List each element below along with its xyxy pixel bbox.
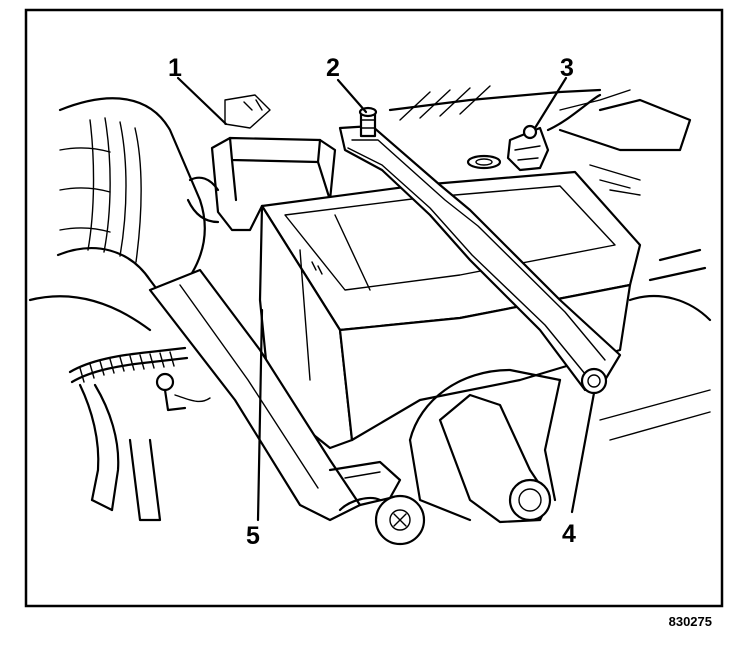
figure-id: 830275	[669, 614, 712, 629]
callout-2: 2	[326, 54, 340, 82]
retainer-bolt-top	[358, 106, 378, 138]
firewall-parts	[388, 85, 712, 441]
leader-lines	[176, 76, 596, 522]
callout-3: 3	[560, 54, 574, 82]
air-intake-duct	[28, 97, 206, 332]
hose-clamp	[338, 494, 426, 546]
callout-5: 5	[246, 522, 260, 550]
callout-4: 4	[562, 520, 576, 548]
battery-tray	[408, 368, 562, 524]
sensor-connector	[155, 372, 211, 412]
negative-cable-terminal	[506, 89, 631, 172]
callout-1: 1	[168, 54, 182, 82]
retainer-bolt-bottom	[580, 367, 608, 395]
wire-harness	[68, 346, 189, 522]
